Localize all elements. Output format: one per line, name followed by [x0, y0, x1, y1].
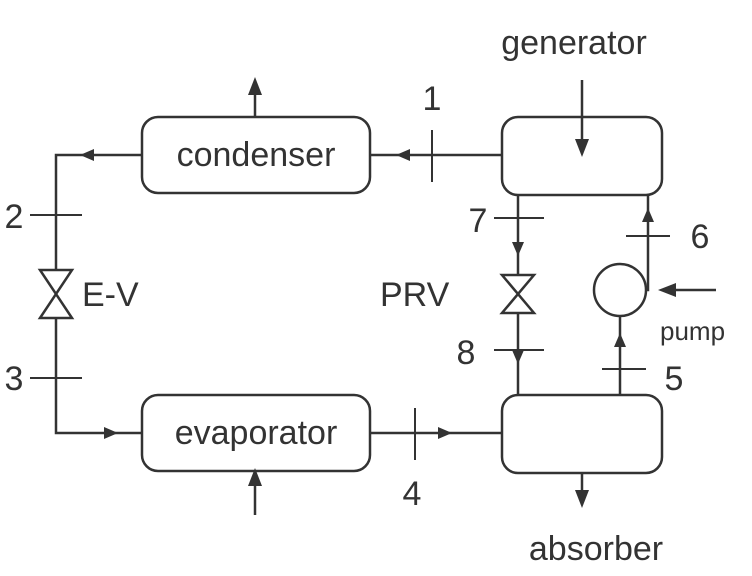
pipe-pump-generator — [646, 195, 650, 292]
flow-arrow-4 — [438, 427, 452, 439]
evaporator-heat-in-arrow — [248, 468, 262, 486]
absorber-label: absorber — [529, 530, 663, 568]
pipe-condenser-ev — [54, 153, 142, 270]
generator-heat-in-arrow — [575, 139, 589, 157]
absorber-heat-out-arrow — [575, 490, 589, 508]
state-number-4: 4 — [403, 475, 422, 513]
state-number-2: 2 — [5, 198, 24, 236]
flow-arrow-5 — [614, 333, 626, 347]
state-number-1: 1 — [423, 80, 442, 118]
pump-circle — [592, 262, 648, 318]
condenser-heat-out-arrow — [248, 77, 262, 95]
expansion-valve-label: E-V — [82, 276, 139, 314]
evaporator-label: evaporator — [175, 414, 338, 452]
pump-label: pump — [660, 316, 725, 346]
state-number-5: 5 — [665, 360, 684, 398]
prv-label: PRV — [380, 276, 450, 314]
state-number-7: 7 — [469, 202, 488, 240]
pump-work-in-arrow — [658, 283, 676, 297]
state-number-3: 3 — [5, 360, 24, 398]
flow-arrow-evaporator-in — [104, 427, 118, 439]
flow-arrow-6 — [642, 208, 654, 222]
state-number-8: 8 — [457, 334, 476, 372]
condenser-label: condenser — [177, 136, 336, 174]
state-number-6: 6 — [691, 218, 710, 256]
flow-arrow-8 — [512, 350, 524, 364]
pipe-ev-evaporator — [54, 318, 142, 435]
flow-arrow-1 — [396, 149, 410, 161]
absorber-box — [500, 393, 664, 475]
flow-arrow-condenser-out — [80, 149, 94, 161]
expansion-valve-symbol — [37, 268, 75, 320]
generator-label: generator — [501, 24, 647, 62]
prv-valve-symbol — [499, 273, 537, 315]
flow-arrow-7 — [512, 242, 524, 256]
